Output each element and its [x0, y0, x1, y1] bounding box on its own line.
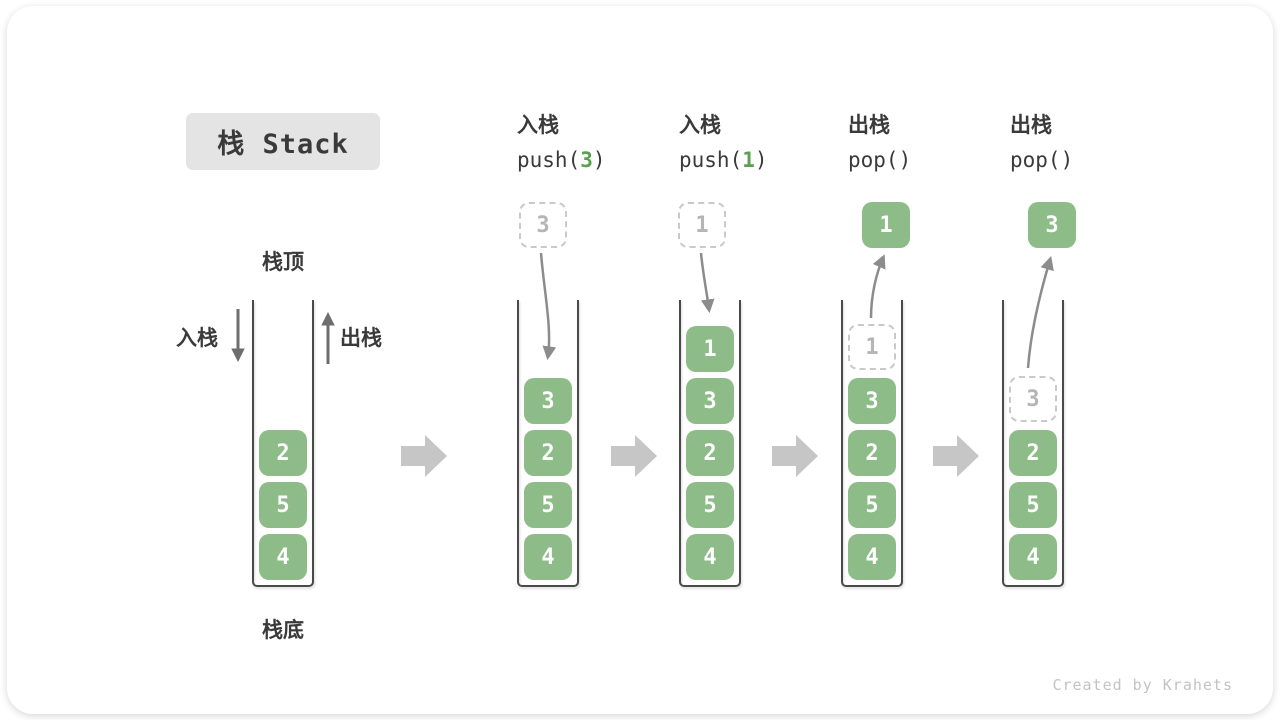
- stack-item: 4: [524, 534, 572, 580]
- stack-item: 5: [259, 482, 307, 528]
- stack-item: 5: [848, 482, 896, 528]
- stack-item: 1: [686, 326, 734, 372]
- stack-container: [252, 300, 314, 587]
- stack-item: 3: [848, 378, 896, 424]
- stack-item: 4: [1009, 534, 1057, 580]
- next-step-arrow-icon: [772, 435, 818, 477]
- operation-label-push-3: 入栈 push(3): [517, 109, 606, 172]
- pop-direction-label: 出栈: [340, 327, 382, 350]
- popped-item: 3: [1028, 202, 1076, 248]
- next-step-arrow-icon: [933, 435, 979, 477]
- stack-item: 4: [686, 534, 734, 580]
- stack-item: 2: [848, 430, 896, 476]
- title-label: 栈 Stack: [217, 129, 349, 160]
- stack-bottom-label: 栈底: [262, 619, 304, 642]
- operation-label-pop-1: 出栈 pop(): [848, 109, 911, 172]
- stack-container: [841, 300, 903, 587]
- operation-label-pop-3: 出栈 pop(): [1010, 109, 1073, 172]
- stack-item: 2: [1009, 430, 1057, 476]
- operation-label-push-1: 入栈 push(1): [679, 109, 768, 172]
- stack-item: 5: [1009, 482, 1057, 528]
- watermark: Created by Krahets: [1052, 676, 1233, 694]
- ghost-item: 1: [848, 324, 896, 370]
- stack-item: 2: [524, 430, 572, 476]
- op-name: 出栈: [848, 114, 890, 137]
- op-code: pop(): [1010, 148, 1074, 172]
- op-name: 入栈: [517, 114, 559, 137]
- op-code: pop(): [848, 148, 912, 172]
- stack-item: 3: [524, 378, 572, 424]
- op-code: push(3): [517, 148, 606, 172]
- stack-container: [517, 300, 579, 587]
- stack-item: 4: [259, 534, 307, 580]
- popped-item: 1: [862, 202, 910, 248]
- stack-item: 2: [686, 430, 734, 476]
- stack-top-label: 栈顶: [262, 251, 304, 274]
- stack-item: 3: [686, 378, 734, 424]
- ghost-item: 3: [1009, 376, 1057, 422]
- next-step-arrow-icon: [611, 435, 657, 477]
- pushed-item-dashed: 1: [678, 202, 726, 248]
- op-name: 入栈: [679, 114, 721, 137]
- op-name: 出栈: [1010, 114, 1052, 137]
- stack-container: [679, 300, 741, 587]
- push-direction-label: 入栈: [176, 327, 218, 350]
- stack-item: 5: [686, 482, 734, 528]
- op-code: push(1): [679, 148, 768, 172]
- title-badge: 栈 Stack: [186, 113, 380, 170]
- card: 栈 Stack 栈顶 栈底 入栈 出栈 入栈 push(3) 入栈 push(1…: [7, 6, 1273, 714]
- stack-item: 4: [848, 534, 896, 580]
- stack-container: [1002, 300, 1064, 587]
- next-step-arrow-icon: [401, 435, 447, 477]
- op-arg: 3: [580, 148, 593, 172]
- stack-item: 2: [259, 430, 307, 476]
- op-arg: 1: [742, 148, 755, 172]
- pushed-item-dashed: 3: [519, 202, 567, 248]
- stack-item: 5: [524, 482, 572, 528]
